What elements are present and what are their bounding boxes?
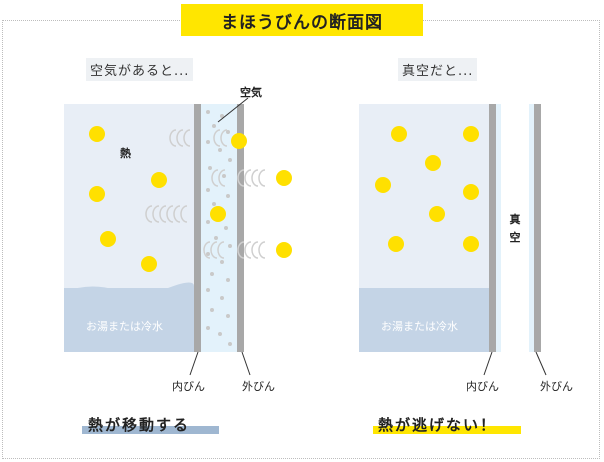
heat-particle — [463, 126, 479, 142]
right-caption: 真空だと... — [398, 58, 478, 81]
right-inner-wall — [489, 104, 496, 352]
heat-particle — [231, 133, 247, 149]
diagram-title: まほうびんの断面図 — [181, 4, 423, 36]
heat-particle — [276, 242, 292, 258]
vacuum-label-1: 真 — [509, 213, 521, 226]
heat-particle — [89, 126, 105, 142]
heat-particle — [463, 236, 479, 252]
right-liquid — [359, 288, 489, 352]
right-vacuum-gap-inner — [496, 104, 501, 352]
right-inner-bottle-label: 内びん — [466, 380, 499, 393]
heat-particle — [429, 206, 445, 222]
right-vacuum-gap — [501, 104, 529, 352]
right-liquid-label: お湯または冷水 — [381, 320, 458, 333]
heat-particle — [141, 256, 157, 272]
heat-particle — [375, 177, 391, 193]
heat-label: 熱 — [120, 147, 131, 160]
left-caption: 空気があると... — [86, 58, 194, 81]
left-outer-bottle-label: 外びん — [242, 380, 275, 393]
heat-particle — [100, 231, 116, 247]
left-conclusion-underline — [82, 426, 219, 434]
left-liquid-label: お湯または冷水 — [86, 320, 163, 333]
heat-particle — [388, 236, 404, 252]
heat-particle — [276, 170, 292, 186]
right-vacuum-gap-outer — [529, 104, 534, 352]
heat-particle — [463, 184, 479, 200]
heat-particle — [391, 126, 407, 142]
left-inner-wall — [194, 104, 201, 352]
right-outer-wall — [534, 104, 541, 352]
heat-particle — [210, 206, 226, 222]
air-label: 空気 — [240, 86, 262, 99]
heat-particle — [89, 186, 105, 202]
right-conclusion: 熱が逃げない！ — [378, 416, 498, 434]
left-inner-bottle-label: 内びん — [172, 380, 205, 393]
left-outer-wall — [237, 104, 244, 352]
left-conclusion: 熱が移動する — [88, 416, 191, 434]
heat-particle — [425, 155, 441, 171]
right-outer-bottle-label: 外びん — [540, 380, 573, 393]
heat-particle — [151, 172, 167, 188]
right-conclusion-underline — [373, 426, 521, 434]
vacuum-label-2: 空 — [509, 231, 521, 244]
